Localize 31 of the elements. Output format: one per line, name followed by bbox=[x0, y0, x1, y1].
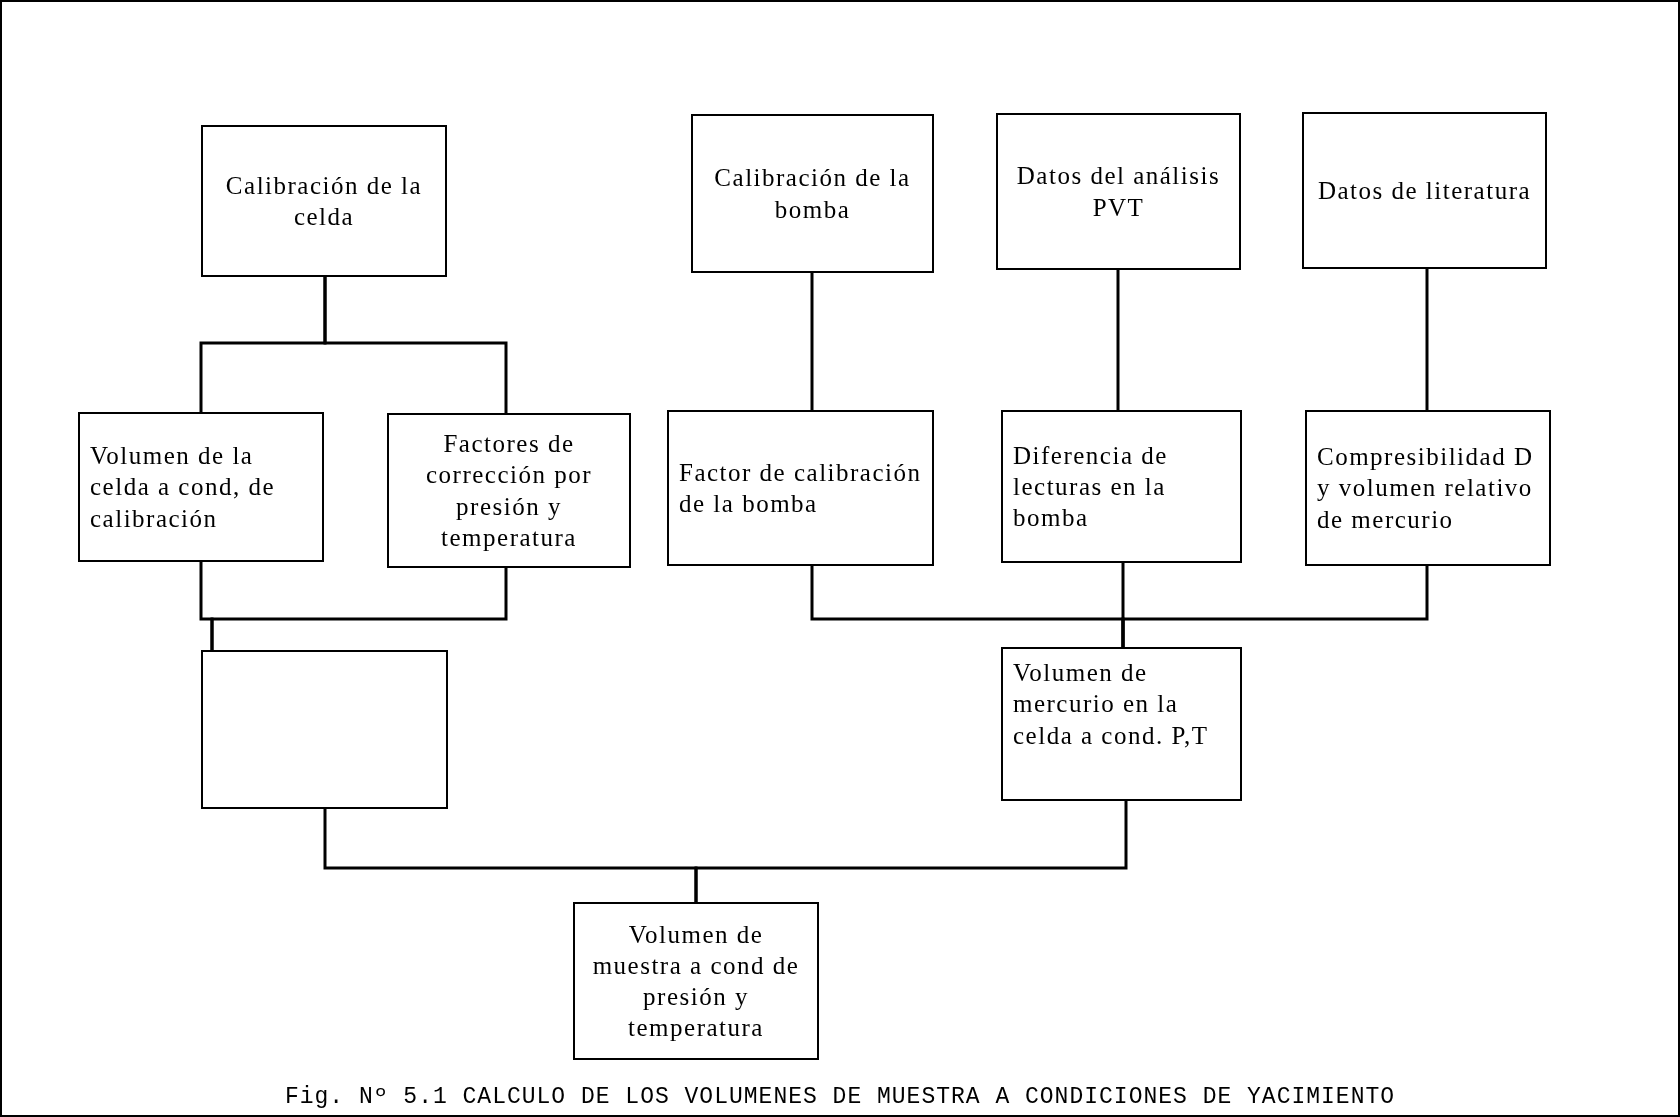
process-box bbox=[387, 413, 631, 568]
box-text: Volumen de mercurio en la celda a cond. P,T bbox=[1013, 658, 1210, 751]
box-text: Volumen de muestra a cond de presión y temperatura bbox=[591, 919, 801, 1044]
process-box bbox=[1305, 410, 1551, 566]
process-box bbox=[1001, 647, 1242, 801]
connector-line bbox=[1116, 270, 1120, 410]
empty-box bbox=[201, 650, 448, 809]
box-text: Diferencia de lecturas en la bomba bbox=[1013, 440, 1169, 534]
process-box bbox=[691, 114, 934, 273]
box-text: Datos de literatura bbox=[1317, 175, 1532, 206]
connector-line bbox=[810, 273, 814, 410]
connector-line bbox=[1121, 566, 1429, 647]
connector-line bbox=[1425, 269, 1429, 410]
figure-caption: Fig. Nº 5.1 CALCULO DE LOS VOLUMENES DE MUESTRA A CONDICIONES DE YACIMIENTO bbox=[283, 1084, 1397, 1110]
box-text: Factor de calibración de la bomba bbox=[679, 457, 922, 519]
process-box bbox=[1302, 112, 1547, 269]
box-text: Calibración de la celda bbox=[224, 170, 424, 232]
process-box bbox=[667, 410, 934, 566]
box-text: Volumen de la celda a cond, de calibración bbox=[90, 441, 277, 534]
process-box bbox=[201, 125, 447, 277]
process-box bbox=[1001, 410, 1242, 563]
box-text: Compresibilidad D y volumen relativo de mercurio bbox=[1317, 442, 1535, 535]
connector-line bbox=[694, 801, 1128, 902]
box-text: Datos del análisis PVT bbox=[1015, 161, 1222, 223]
process-box bbox=[573, 902, 819, 1060]
connector-line bbox=[210, 568, 508, 650]
process-box bbox=[78, 412, 324, 562]
box-text: Calibración de la bomba bbox=[713, 163, 912, 225]
box-text: Factores de corrección por presión y temperatura bbox=[424, 429, 594, 553]
process-box bbox=[996, 113, 1241, 270]
connector-line bbox=[323, 277, 508, 413]
